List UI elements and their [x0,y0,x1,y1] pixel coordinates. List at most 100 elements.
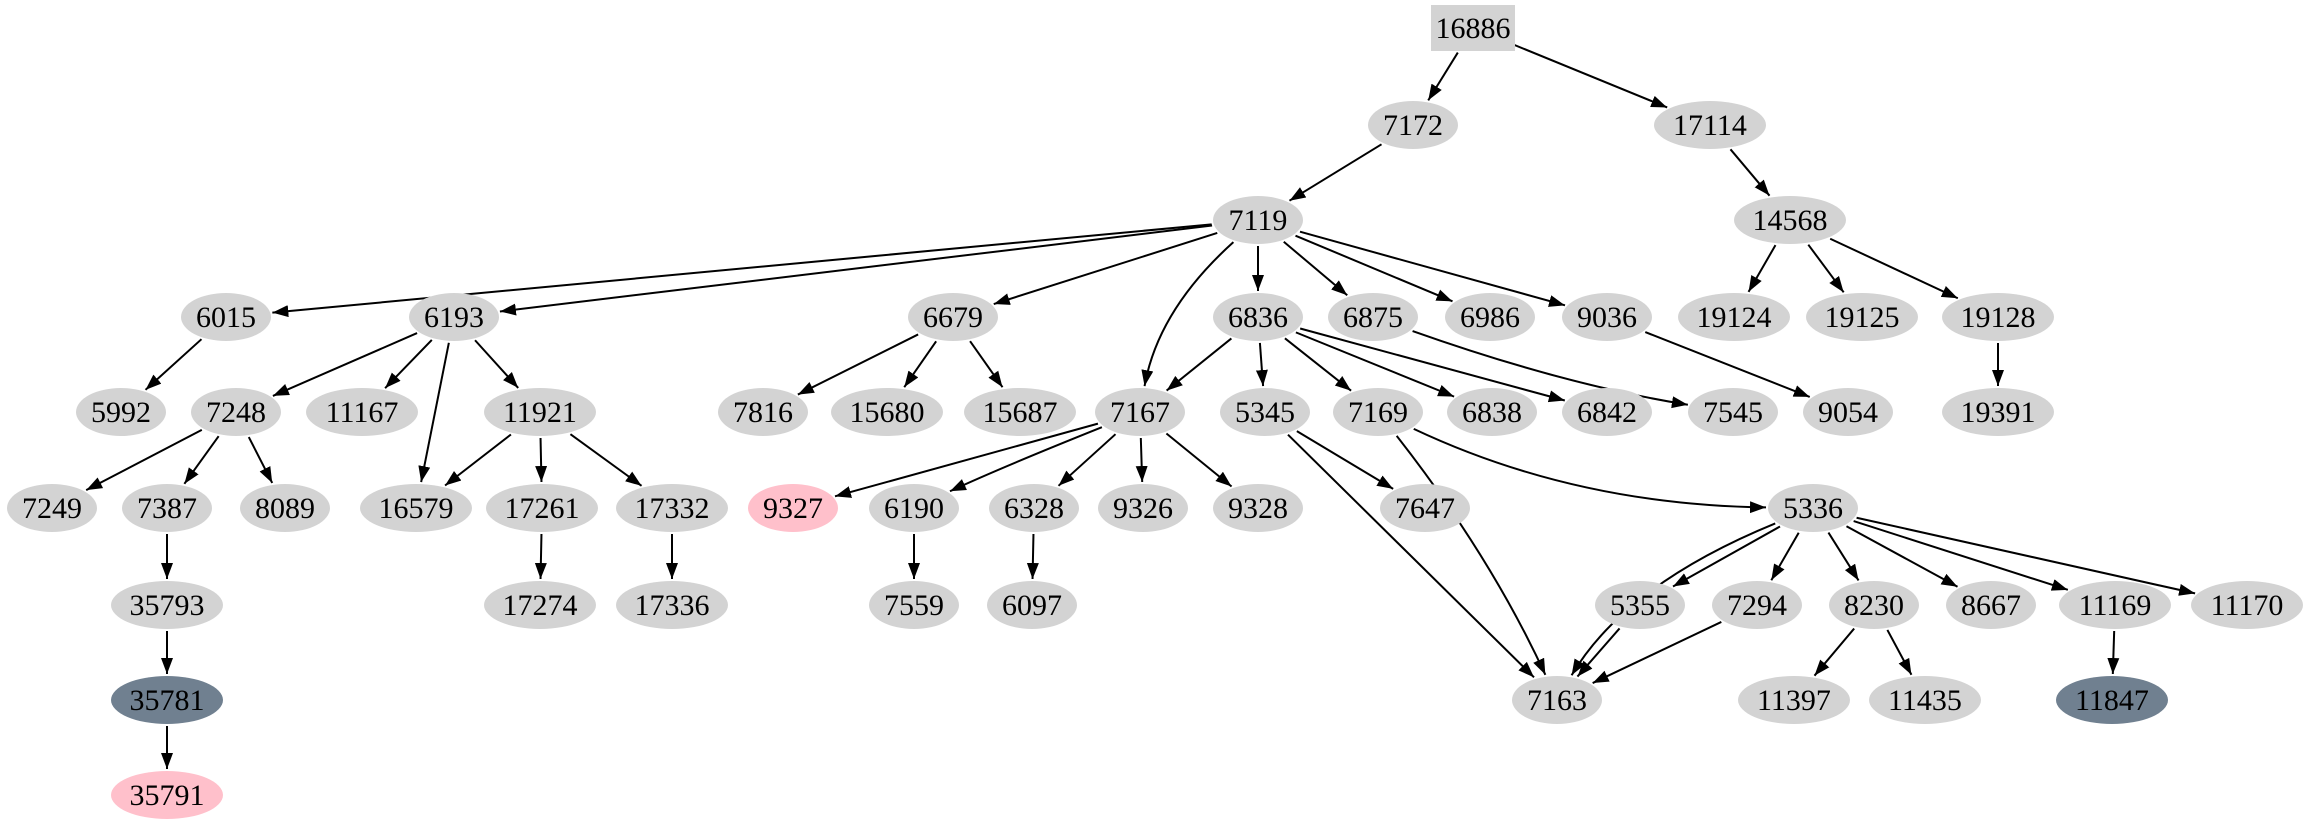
edge-7119-6193 [499,224,1213,316]
node-ellipse-7169 [1333,388,1423,436]
edge-7119-6679 [993,232,1218,305]
edge-11921-17261 [535,437,548,483]
edge-6836-6842 [1299,327,1566,403]
node-label-5992: 5992 [91,396,151,429]
node-9054: 9054 [1803,388,1893,436]
node-ellipse-11167 [306,388,418,436]
edge-6836-5345 [1255,342,1268,387]
node-19391: 19391 [1942,388,2054,436]
node-label-7248: 7248 [206,396,266,429]
node-label-6838: 6838 [1462,396,1522,429]
node-label-6875: 6875 [1343,301,1403,334]
node-label-7167: 7167 [1110,396,1170,429]
node-ellipse-7294 [1712,581,1802,629]
node-label-7294: 7294 [1727,589,1787,622]
edge-7167-9327 [834,422,1099,498]
edge-11921-16579 [444,433,512,487]
node-label-6836: 6836 [1228,301,1288,334]
node-6015: 6015 [181,293,271,341]
node-label-8230: 8230 [1844,589,1904,622]
edge-7167-6190 [949,426,1103,493]
edge-6679-15687 [969,340,1004,388]
node-ellipse-15680 [831,388,943,436]
node-label-17114: 17114 [1673,109,1747,142]
node-19125: 19125 [1806,293,1918,341]
edge-5345-7647 [1296,430,1394,490]
node-5345: 5345 [1220,388,1310,436]
node-label-8089: 8089 [255,492,315,525]
node-5992: 5992 [76,388,166,436]
node-ellipse-7163 [1512,676,1602,724]
node-ellipse-6015 [181,293,271,341]
node-label-7169: 7169 [1348,396,1408,429]
edge-6193-11921 [474,339,519,389]
node-ellipse-11170 [2191,581,2303,629]
node-ellipse-7119 [1213,196,1303,244]
node-label-6190: 6190 [884,492,944,525]
node-5355: 5355 [1595,581,1685,629]
node-label-17336: 17336 [635,589,710,622]
node-17114: 17114 [1654,101,1766,149]
node-label-11397: 11397 [1757,684,1831,717]
edge-14568-19128 [1829,237,1959,300]
node-7163: 7163 [1512,676,1602,724]
node-ellipse-17261 [486,484,598,532]
node-7545: 7545 [1688,388,1778,436]
node-label-6986: 6986 [1460,301,1520,334]
node-11169: 11169 [2059,581,2171,629]
node-35781: 35781 [111,676,223,724]
node-ellipse-6986 [1445,293,1535,341]
node-ellipse-6097 [987,581,1077,629]
edge-5355-7163 [1576,627,1621,678]
node-ellipse-6842 [1562,388,1652,436]
node-label-16579: 16579 [379,492,454,525]
node-8230: 8230 [1829,581,1919,629]
node-ellipse-14568 [1734,196,1846,244]
edge-7169-7163 [1395,435,1547,676]
node-7647: 7647 [1380,484,1470,532]
node-label-7387: 7387 [137,492,197,525]
node-label-9328: 9328 [1228,492,1288,525]
node-label-6193: 6193 [424,301,484,334]
edge-6836-7167 [1165,337,1233,392]
node-9326: 9326 [1098,484,1188,532]
node-ellipse-6679 [908,293,998,341]
edge-8230-11435 [1886,629,1913,676]
node-ellipse-35791 [111,771,223,819]
node-ellipse-19124 [1678,293,1790,341]
edge-7172-7119 [1288,143,1383,202]
node-label-15687: 15687 [983,396,1058,429]
node-label-11847: 11847 [2075,684,2149,717]
node-ellipse-11397 [1738,676,1850,724]
node-box-16886 [1431,5,1515,51]
node-17336: 17336 [616,581,728,629]
node-label-19124: 19124 [1697,301,1772,334]
node-16886: 16886 [1431,5,1515,51]
edge-8230-11397 [1813,627,1855,677]
node-label-6842: 6842 [1577,396,1637,429]
edge-6836-7169 [1284,337,1352,392]
edge-6193-7248 [272,332,418,397]
node-ellipse-7167 [1095,388,1185,436]
node-label-5355: 5355 [1610,589,1670,622]
edge-6193-11167 [384,339,433,389]
node-label-7249: 7249 [22,492,82,525]
node-ellipse-8230 [1829,581,1919,629]
node-ellipse-8667 [1946,581,2036,629]
node-label-35781: 35781 [130,684,205,717]
node-label-19391: 19391 [1961,396,2036,429]
edge-7167-9328 [1165,432,1233,488]
node-11167: 11167 [306,388,418,436]
node-14568: 14568 [1734,196,1846,244]
node-label-11170: 11170 [2211,589,2284,622]
edge-5336-8230 [1827,532,1860,581]
node-7249: 7249 [7,484,97,532]
node-label-6328: 6328 [1004,492,1064,525]
node-7248: 7248 [191,388,281,436]
node-6842: 6842 [1562,388,1652,436]
node-ellipse-35781 [111,676,223,724]
edge-5345-7163 [1287,433,1535,679]
